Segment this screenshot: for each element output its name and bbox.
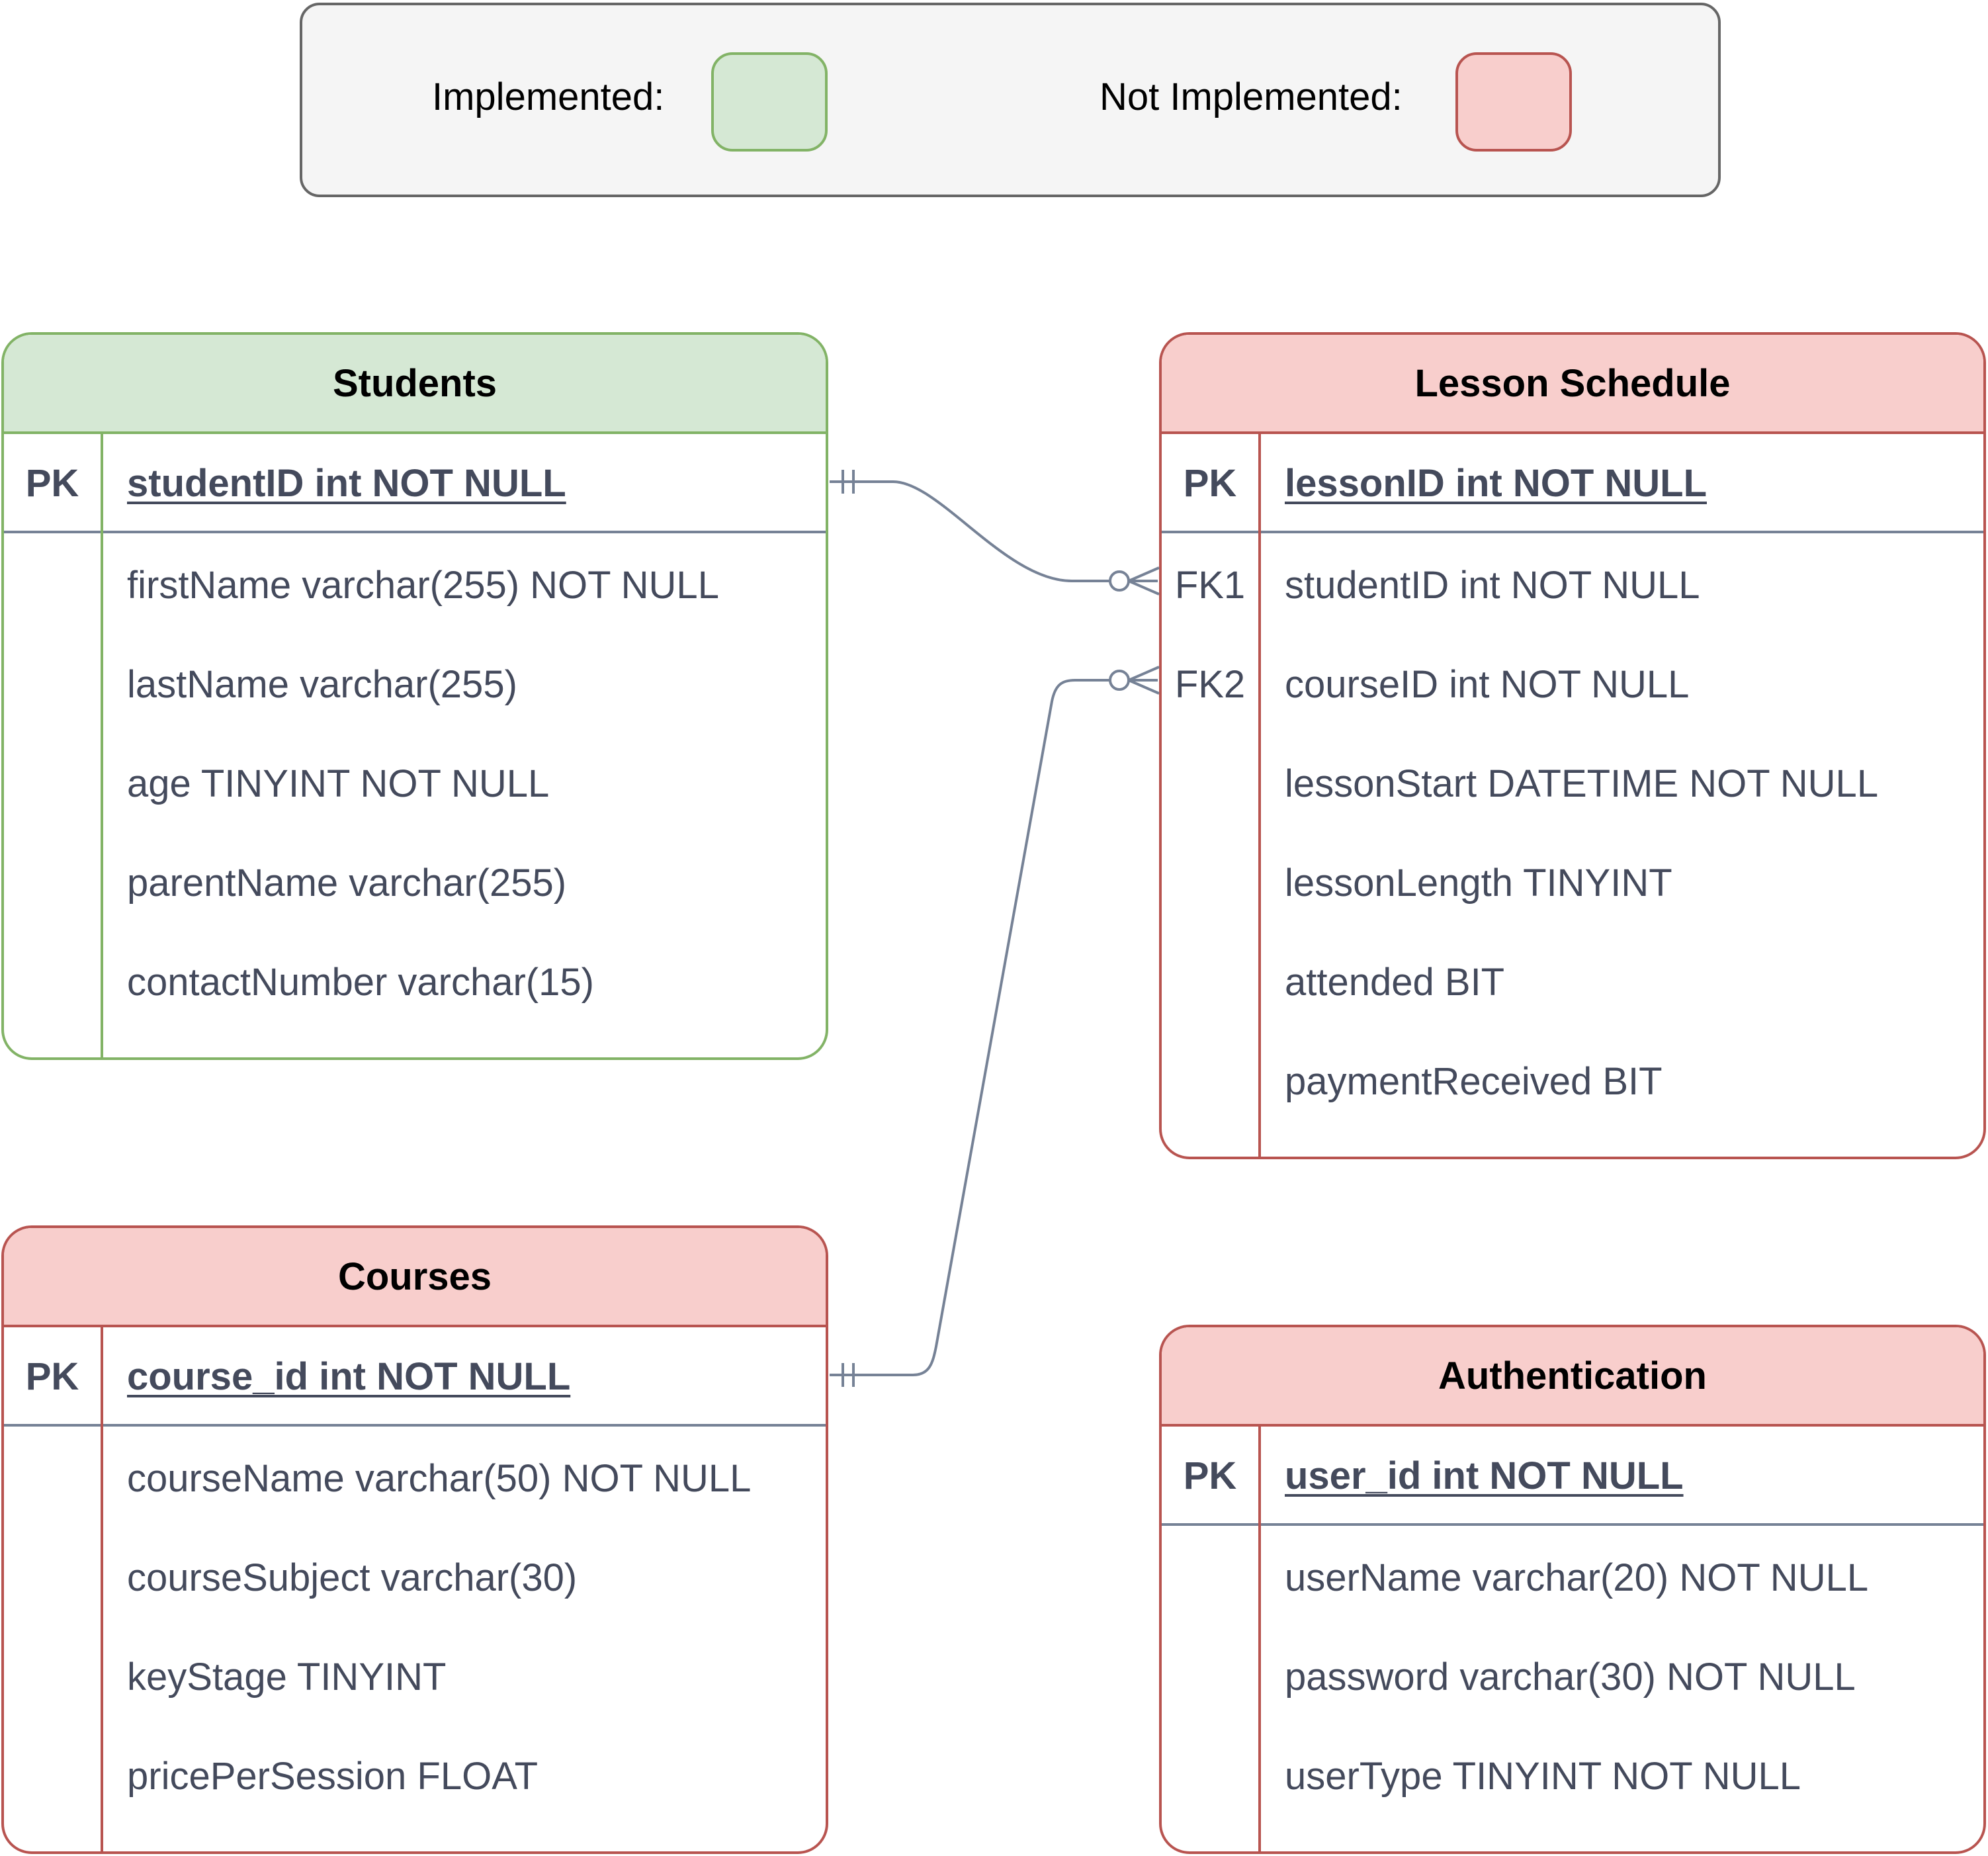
authentication-pk-field: user_id int NOT NULL xyxy=(1285,1454,1684,1497)
students-table: Students PK studentID int NOT NULL first… xyxy=(1,332,828,1060)
authentication-field-text: password varchar(30) NOT NULL xyxy=(1285,1656,1856,1699)
lesson-schedule-field-text: lessonLength TINYINT xyxy=(1285,862,1672,905)
legend-implemented-label: Implemented: xyxy=(432,75,665,118)
students-pk-row: PK studentID int NOT NULL xyxy=(4,434,826,533)
courses-key-divider xyxy=(101,1327,103,1851)
students-lesson-connector xyxy=(830,480,1158,582)
courses-lesson-relationship xyxy=(830,666,1160,1387)
students-field-text: lastName varchar(255) xyxy=(127,663,517,706)
lesson-schedule-pk-field: lessonID int NOT NULL xyxy=(1285,462,1707,505)
lesson-schedule-field-text: lessonStart DATETIME NOT NULL xyxy=(1285,762,1879,805)
authentication-field-text: userType TINYINT NOT NULL xyxy=(1285,1755,1801,1798)
legend-box: Implemented: Not Implemented: xyxy=(300,3,1721,197)
students-table-title: Students xyxy=(4,335,826,434)
courses-field-text: pricePerSession FLOAT xyxy=(127,1755,539,1798)
legend-implemented-swatch xyxy=(711,52,828,152)
legend-not-implemented-label: Not Implemented: xyxy=(1100,75,1403,118)
lesson-schedule-table-title: Lesson Schedule xyxy=(1162,335,1983,434)
authentication-pk-row: PK user_id int NOT NULL xyxy=(1162,1427,1983,1526)
courses-lesson-connector xyxy=(830,679,1158,1376)
lesson-schedule-field-text: attended BIT xyxy=(1285,961,1505,1004)
courses-field-text: courseName varchar(50) NOT NULL xyxy=(127,1457,752,1500)
lesson-schedule-fk-label: FK2 xyxy=(1174,663,1246,706)
lesson-schedule-key-divider xyxy=(1258,434,1261,1157)
courses-field-text: keyStage TINYINT xyxy=(127,1656,447,1699)
authentication-table-title: Authentication xyxy=(1162,1327,1983,1427)
students-field-text: parentName varchar(255) xyxy=(127,862,567,905)
courses-table-title: Courses xyxy=(4,1228,826,1327)
students-field-text: contactNumber varchar(15) xyxy=(127,961,594,1004)
legend-not-implemented-swatch xyxy=(1455,52,1572,152)
crow-foot-icon xyxy=(1128,666,1160,695)
lesson-schedule-fk-label: FK1 xyxy=(1174,564,1246,607)
lesson-schedule-field-text: paymentReceived BIT xyxy=(1285,1060,1663,1103)
authentication-pk-label: PK xyxy=(1183,1454,1237,1497)
courses-pk-field: course_id int NOT NULL xyxy=(127,1355,571,1398)
authentication-key-divider xyxy=(1258,1427,1261,1851)
students-pk-label: PK xyxy=(25,462,79,505)
lesson-schedule-field-text: studentID int NOT NULL xyxy=(1285,564,1700,607)
authentication-field-text: userName varchar(20) NOT NULL xyxy=(1285,1556,1869,1599)
lesson-schedule-field-text: courseID int NOT NULL xyxy=(1285,663,1690,706)
courses-pk-row: PK course_id int NOT NULL xyxy=(4,1327,826,1427)
students-pk-field: studentID int NOT NULL xyxy=(127,462,566,505)
students-lesson-relationship xyxy=(830,470,1160,596)
students-field-text: firstName varchar(255) NOT NULL xyxy=(127,564,719,607)
lesson-schedule-pk-row: PK lessonID int NOT NULL xyxy=(1162,434,1983,533)
authentication-table: Authentication PK user_id int NOT NULL u… xyxy=(1159,1325,1986,1854)
courses-table: Courses PK course_id int NOT NULL course… xyxy=(1,1225,828,1854)
students-field-text: age TINYINT NOT NULL xyxy=(127,762,550,805)
zero-circle-icon xyxy=(1109,570,1130,592)
zero-circle-icon xyxy=(1109,670,1130,691)
lesson-schedule-table: Lesson Schedule PK lessonID int NOT NULL… xyxy=(1159,332,1986,1159)
lesson-schedule-pk-label: PK xyxy=(1183,462,1237,505)
courses-field-text: courseSubject varchar(30) xyxy=(127,1556,578,1599)
students-key-divider xyxy=(101,434,103,1057)
courses-pk-label: PK xyxy=(25,1355,79,1398)
crow-foot-icon xyxy=(1128,566,1160,596)
